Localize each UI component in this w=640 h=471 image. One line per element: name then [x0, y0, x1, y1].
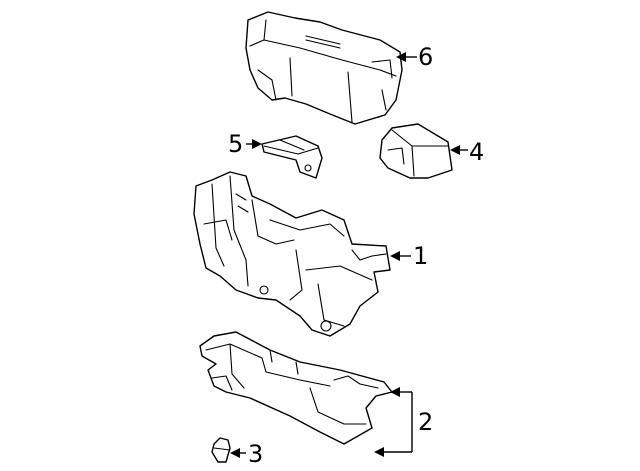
- leader-5: [246, 139, 262, 149]
- leader-1: [390, 251, 411, 261]
- part-2-lower-bracket: [199, 331, 393, 445]
- callout-6: 6: [418, 43, 433, 71]
- part-6-upper-cover: [245, 11, 403, 125]
- part-4-relay-cover: [379, 123, 453, 179]
- callout-5: 5: [228, 130, 243, 158]
- part-3-grommet: [211, 437, 231, 463]
- callout-2: 2: [418, 408, 433, 436]
- callout-1: 1: [413, 242, 428, 270]
- part-5-clip: [261, 135, 323, 179]
- callout-3: 3: [248, 440, 263, 468]
- leader-4: [450, 145, 468, 155]
- leader-3: [230, 448, 246, 458]
- part-1-fuse-box: [193, 171, 391, 337]
- callout-4: 4: [469, 138, 484, 166]
- leader-6: [396, 52, 417, 62]
- leader-2: [374, 387, 413, 457]
